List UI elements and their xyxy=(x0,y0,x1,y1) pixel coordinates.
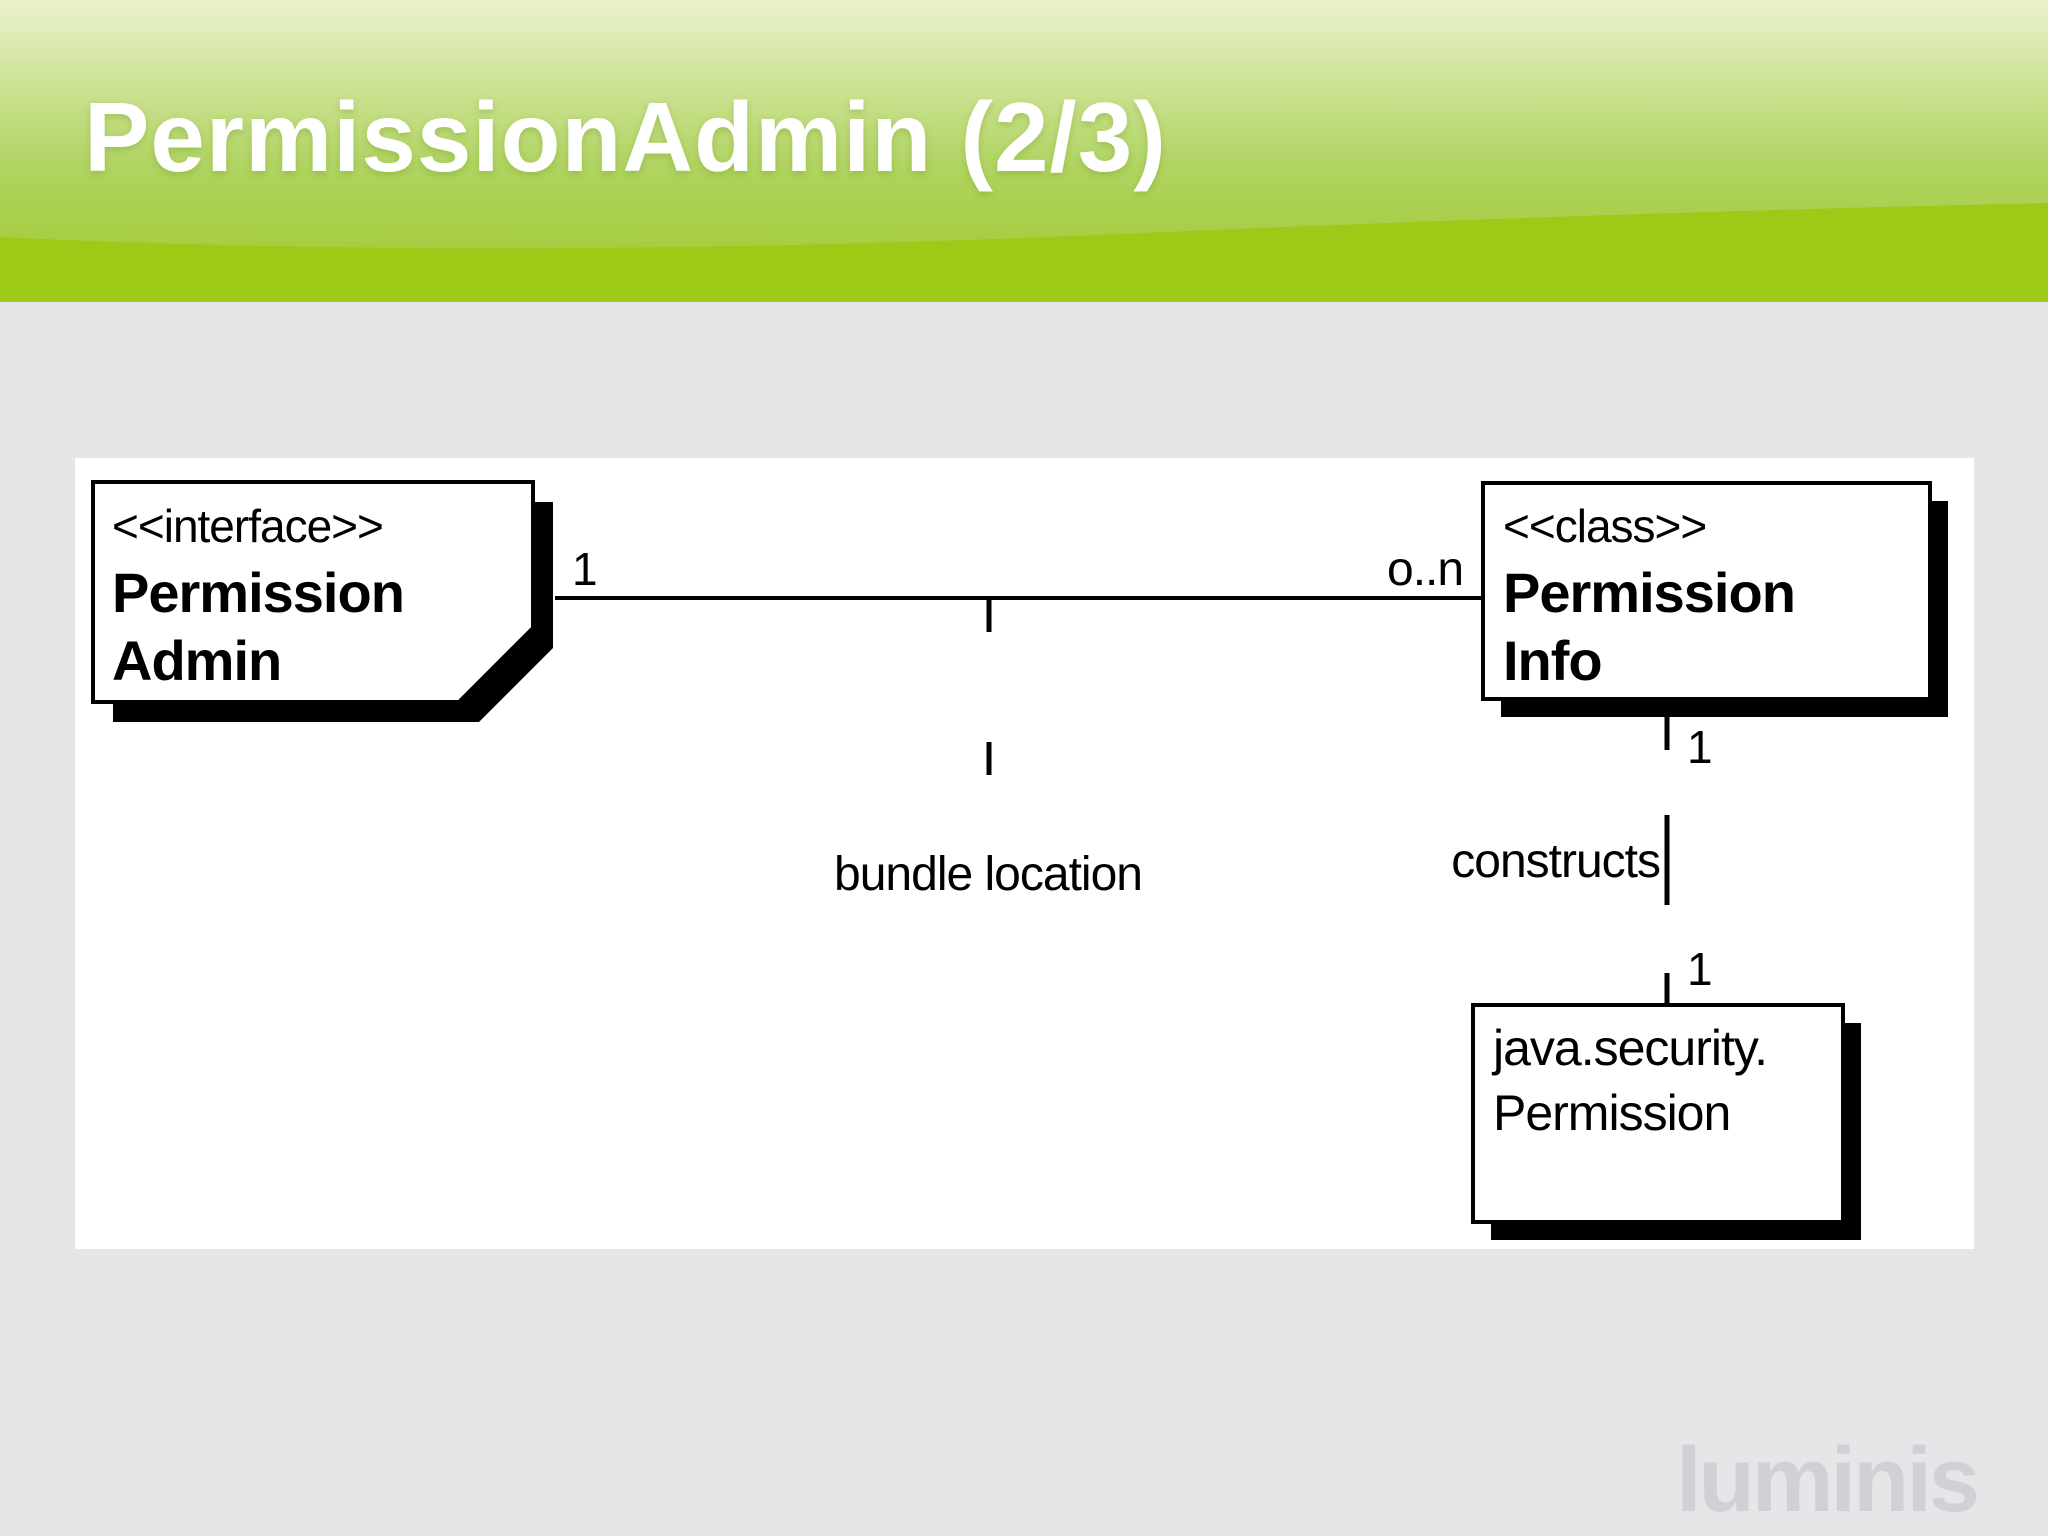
constructs-multiplicity-bottom: 1 xyxy=(1687,943,1712,995)
interface-stereotype: <<interface>> xyxy=(112,500,383,552)
page-title: PermissionAdmin (2/3) xyxy=(84,82,1167,192)
class-stereotype: <<class>> xyxy=(1503,500,1706,552)
slide-header: PermissionAdmin (2/3) xyxy=(0,0,2048,302)
diagram-panel: bundle location 1 o..n 1 constructs 1 <<… xyxy=(75,458,1974,1249)
interface-box-body xyxy=(91,480,535,704)
header-wave-decoration xyxy=(0,203,2048,302)
luminis-logo: luminis xyxy=(1676,1429,1980,1531)
interface-name-line1: Permission xyxy=(112,561,404,624)
interface-name-line2: Admin xyxy=(112,629,281,692)
uml-diagram: bundle location 1 o..n 1 constructs 1 <<… xyxy=(91,480,1948,1240)
java-permission-line2: Permission xyxy=(1493,1085,1730,1141)
constructs-label: constructs xyxy=(1451,835,1660,888)
box-java-security-permission: java.security. Permission xyxy=(1471,1003,1861,1240)
multiplicity-left: 1 xyxy=(572,543,597,595)
interface-box-permission-admin: <<interface>> Permission Admin xyxy=(91,480,553,722)
class-box-permission-info: <<class>> Permission Info xyxy=(1481,481,1948,717)
class-box-body xyxy=(1481,481,1932,701)
constructs-multiplicity-top: 1 xyxy=(1687,721,1712,773)
java-permission-box-body xyxy=(1471,1003,1845,1224)
java-permission-line1: java.security. xyxy=(1491,1020,1767,1076)
class-name-line1: Permission xyxy=(1503,561,1795,624)
multiplicity-right: o..n xyxy=(1387,543,1463,596)
class-name-line2: Info xyxy=(1503,629,1602,692)
association-name-label: bundle location xyxy=(834,848,1142,901)
